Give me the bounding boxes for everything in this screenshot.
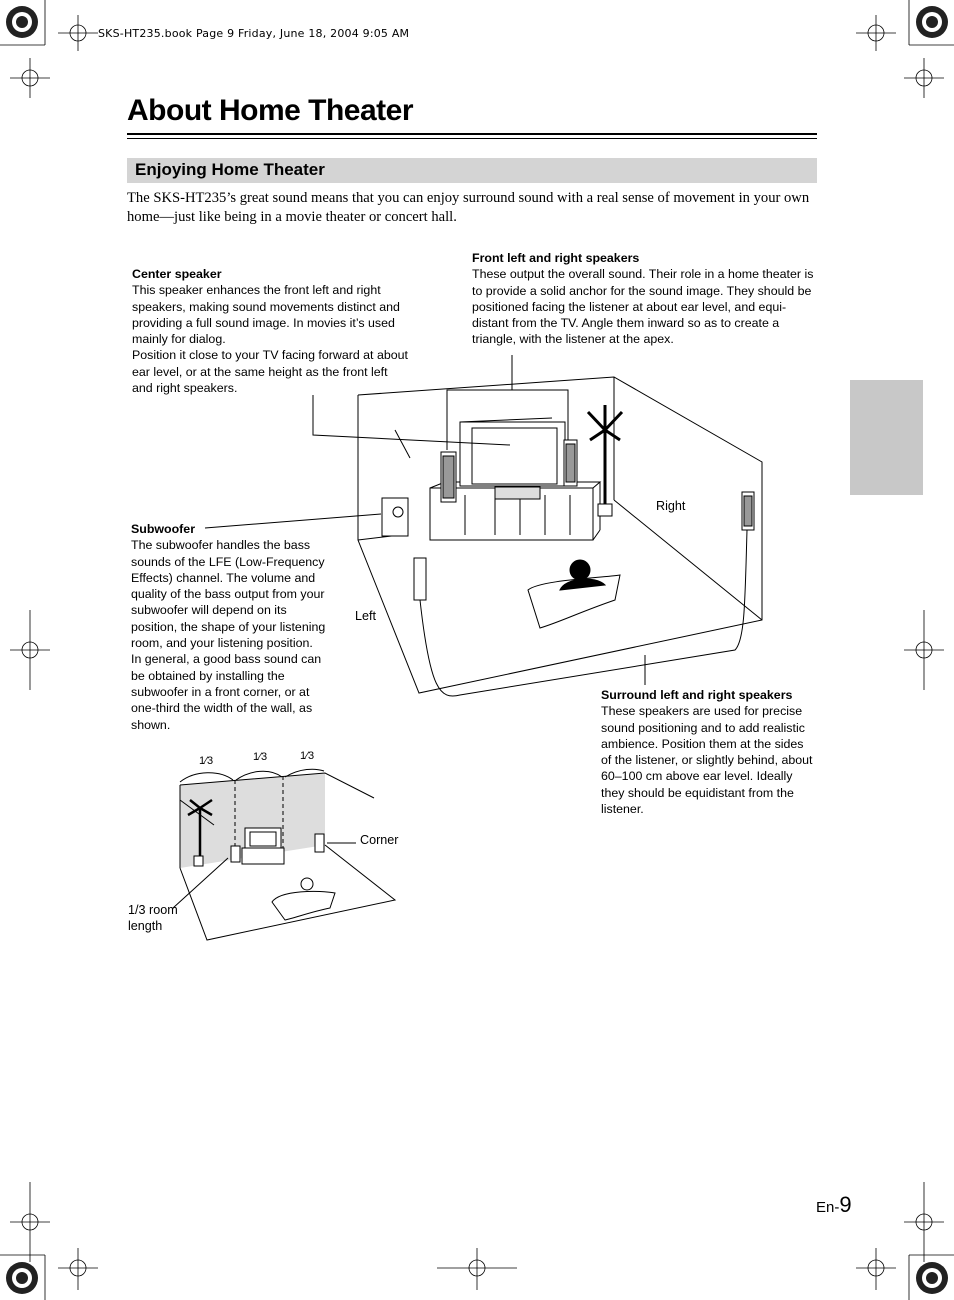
chapter-tab — [850, 380, 923, 495]
label-left: Left — [355, 609, 376, 623]
surround-speakers-text: These speakers are used for precise soun… — [601, 703, 816, 817]
subwoofer-text: The subwoofer handles the bass sounds of… — [131, 537, 326, 733]
front-speakers-text: These output the overall sound. Their ro… — [472, 266, 817, 347]
corner-diagram — [173, 769, 395, 940]
title-rule-thin — [127, 138, 817, 139]
page-number-value: 9 — [839, 1192, 851, 1217]
center-speaker-block: Center speaker This speaker enhances the… — [132, 266, 410, 396]
label-third: 1⁄3 — [300, 750, 314, 762]
center-speaker-text: This speaker enhances the front left and… — [132, 282, 410, 347]
label-right: Right — [656, 499, 685, 513]
surround-speakers-block: Surround left and right speakers These s… — [601, 687, 816, 817]
section-heading-bar: Enjoying Home Theater — [127, 158, 817, 183]
label-room-length: 1/3 room — [128, 903, 178, 917]
subwoofer — [382, 498, 408, 536]
label-third: 1⁄3 — [253, 751, 267, 763]
center-speaker — [495, 487, 540, 499]
front-speakers-heading: Front left and right speakers — [472, 250, 817, 266]
print-header: SKS-HT235.book Page 9 Friday, June 18, 2… — [98, 27, 409, 40]
label-room-length-2: length — [128, 919, 162, 933]
listener — [570, 560, 590, 580]
surround-left-speaker — [414, 558, 426, 600]
label-corner: Corner — [360, 833, 399, 847]
page-number: En-9 — [816, 1192, 852, 1218]
surround-speakers-heading: Surround left and right speakers — [601, 687, 816, 703]
center-speaker-text-2: Position it close to your TV facing forw… — [132, 347, 410, 396]
label-third: 1⁄3 — [199, 755, 213, 767]
intro-paragraph: The SKS-HT235’s great sound means that y… — [127, 189, 817, 226]
front-speakers-block: Front left and right speakers These outp… — [472, 250, 817, 348]
section-heading: Enjoying Home Theater — [135, 160, 325, 180]
center-speaker-heading: Center speaker — [132, 266, 410, 282]
subwoofer-block: Subwoofer The subwoofer handles the bass… — [131, 521, 326, 733]
page-prefix: En- — [816, 1199, 839, 1216]
title-rule — [127, 133, 817, 135]
page-title: About Home Theater — [127, 94, 413, 128]
subwoofer-heading: Subwoofer — [131, 521, 326, 537]
